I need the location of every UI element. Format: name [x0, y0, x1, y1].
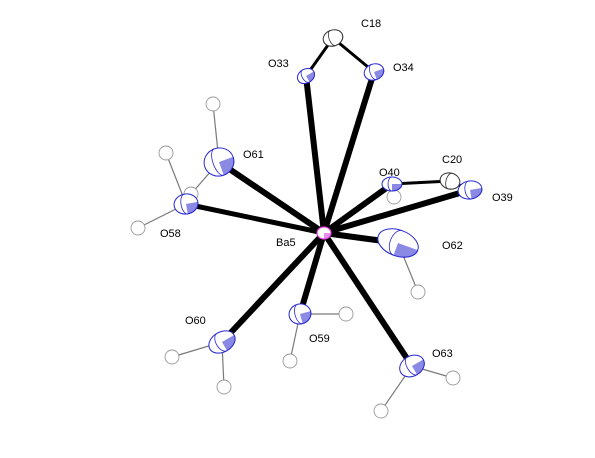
atom-ba5: [316, 226, 332, 240]
atom-o63: [399, 354, 425, 378]
hydrogen-atom: [158, 145, 174, 161]
hydrogen-atom: [216, 379, 232, 395]
label-o34: O34: [393, 62, 414, 74]
atom-c20: [439, 172, 461, 190]
bond-ba5-o61: [217, 159, 326, 236]
hydrogen-atom: [338, 306, 354, 322]
ba-o-bonds: [185, 71, 471, 368]
hydrogen-atom: [164, 349, 180, 365]
atom-o62: [377, 228, 419, 258]
label-o40: O40: [379, 167, 400, 179]
hydrogen-atom: [130, 220, 146, 236]
bond-ba5-o34: [321, 71, 377, 234]
bond-ba5-o39: [323, 187, 471, 236]
label-o58: O58: [160, 228, 181, 240]
label-o33: O33: [268, 58, 289, 70]
hydrogen-atom: [386, 189, 402, 205]
hydrogen-atom: [445, 370, 461, 386]
atom-c18: [322, 29, 344, 47]
bond-ba5-o58: [185, 201, 325, 236]
label-o63: O63: [432, 348, 453, 360]
bond-ba5-o40: [322, 181, 394, 236]
label-c20: C20: [442, 154, 462, 166]
hydrogen-atom: [410, 284, 426, 300]
bond-ba5-o63: [321, 231, 415, 368]
carbon-atoms: [322, 29, 461, 190]
atom-o39: [457, 180, 483, 200]
label-o59: O59: [309, 333, 330, 345]
bond-ba5-o60: [219, 230, 327, 345]
atom-o59: [288, 303, 312, 325]
label-ba5: Ba5: [276, 237, 296, 249]
hydrogen-atom: [205, 96, 221, 112]
atom-o61: [203, 147, 235, 177]
bond-ba5-o33: [303, 75, 327, 234]
bond-ba5-o59: [297, 232, 327, 315]
atom-o40: [381, 176, 403, 192]
label-o62: O62: [442, 240, 463, 252]
atom-o60: [208, 330, 236, 354]
hydrogen-atom: [373, 403, 389, 419]
label-o61: O61: [243, 149, 264, 161]
label-o60: O60: [185, 315, 206, 327]
label-o39: O39: [492, 192, 513, 204]
atom-o33: [296, 67, 316, 85]
atom-o34: [363, 63, 385, 81]
label-c18: C18: [361, 18, 381, 30]
atom-o58: [173, 193, 199, 215]
hydrogen-atoms: [130, 96, 461, 419]
atom-labels: C18 O33 O34 O61 O40 C20 O39 O58 Ba5 O62 …: [160, 18, 513, 360]
oxygen-atoms: [173, 63, 483, 378]
hydrogen-atom: [282, 353, 298, 369]
